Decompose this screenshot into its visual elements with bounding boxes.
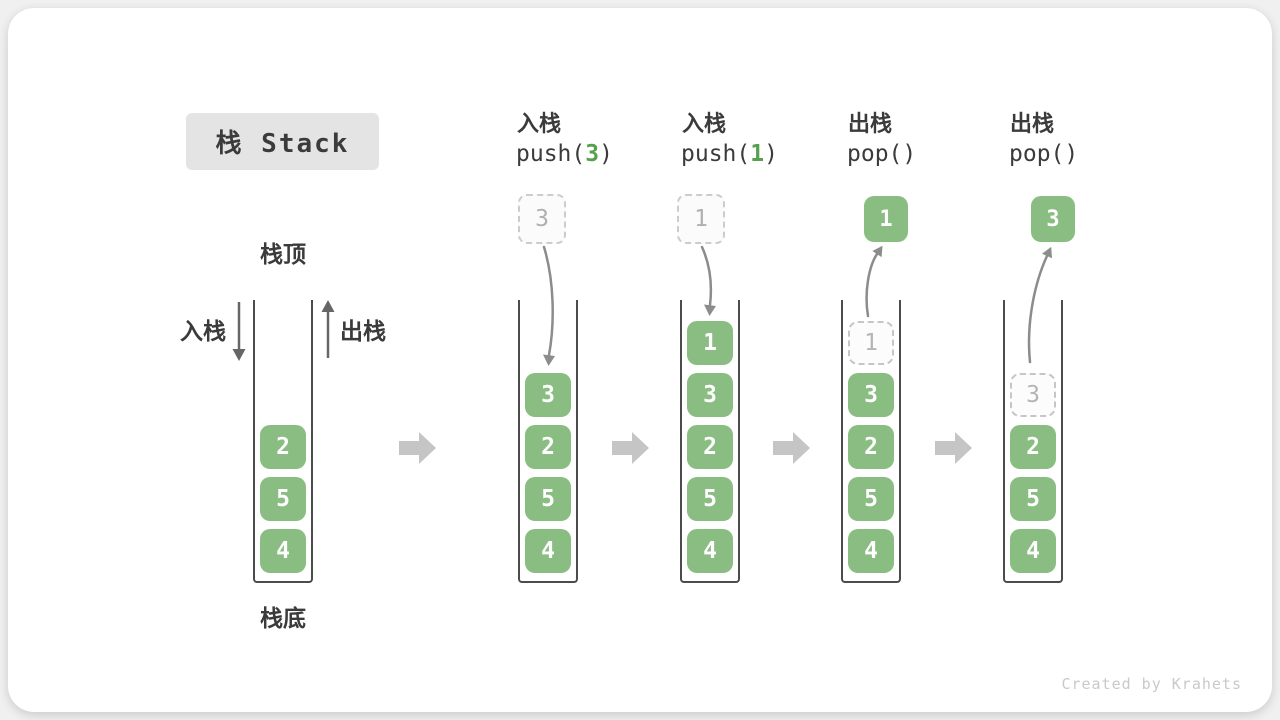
code-fn: pop()	[1009, 141, 1079, 167]
diagram-title: 栈 Stack	[186, 113, 379, 170]
op-label-push3: 入栈	[517, 112, 562, 137]
stack-cell: 5	[260, 477, 306, 521]
stack-cell: 2	[260, 425, 306, 469]
stack-cell: 2	[848, 425, 894, 469]
stack-cell: 3	[848, 373, 894, 417]
op-code-push1: push(1)	[681, 141, 778, 167]
code-close: )	[599, 141, 613, 167]
stack-cell: 2	[687, 425, 733, 469]
pop-side-label: 出栈	[340, 319, 386, 345]
stack-top-label: 栈顶	[260, 242, 306, 268]
op-label-push1: 入栈	[682, 112, 727, 137]
stack-cell: 5	[525, 477, 571, 521]
stack-cell: 3	[525, 373, 571, 417]
stack-cell: 5	[1010, 477, 1056, 521]
stack-cell: 5	[687, 477, 733, 521]
op-code-pop1: pop()	[847, 141, 916, 167]
stack-cell: 2	[525, 425, 571, 469]
stack-bottom-label: 栈底	[260, 606, 306, 632]
code-close: )	[764, 141, 778, 167]
stack-cell: 4	[525, 529, 571, 573]
stack-cell: 1	[687, 321, 733, 365]
code-arg: 3	[585, 141, 600, 167]
credit-text: Created by Krahets	[1061, 675, 1242, 693]
stack-cell: 4	[687, 529, 733, 573]
stack-cell: 4	[848, 529, 894, 573]
op-code-push3: push(3)	[516, 141, 613, 167]
stack-cell: 3	[687, 373, 733, 417]
op-code-pop3: pop()	[1009, 141, 1078, 167]
op-label-pop1: 出栈	[848, 112, 893, 137]
floating-value-popped: 1	[864, 196, 908, 242]
floating-value-popped: 3	[1031, 196, 1075, 242]
push-side-label: 入栈	[180, 319, 226, 345]
code-fn: pop()	[847, 141, 917, 167]
stack-cell: 4	[260, 529, 306, 573]
floating-value-dashed: 3	[518, 194, 566, 244]
code-fn: push(	[681, 141, 751, 167]
stack-cell: 5	[848, 477, 894, 521]
op-label-pop3: 出栈	[1010, 112, 1055, 137]
stack-cell-popped: 1	[848, 321, 894, 365]
code-arg: 1	[750, 141, 765, 167]
stack-cell: 4	[1010, 529, 1056, 573]
stack-cell: 2	[1010, 425, 1056, 469]
stack-cell-popped: 3	[1010, 373, 1056, 417]
code-fn: push(	[516, 141, 586, 167]
floating-value-dashed: 1	[677, 194, 725, 244]
